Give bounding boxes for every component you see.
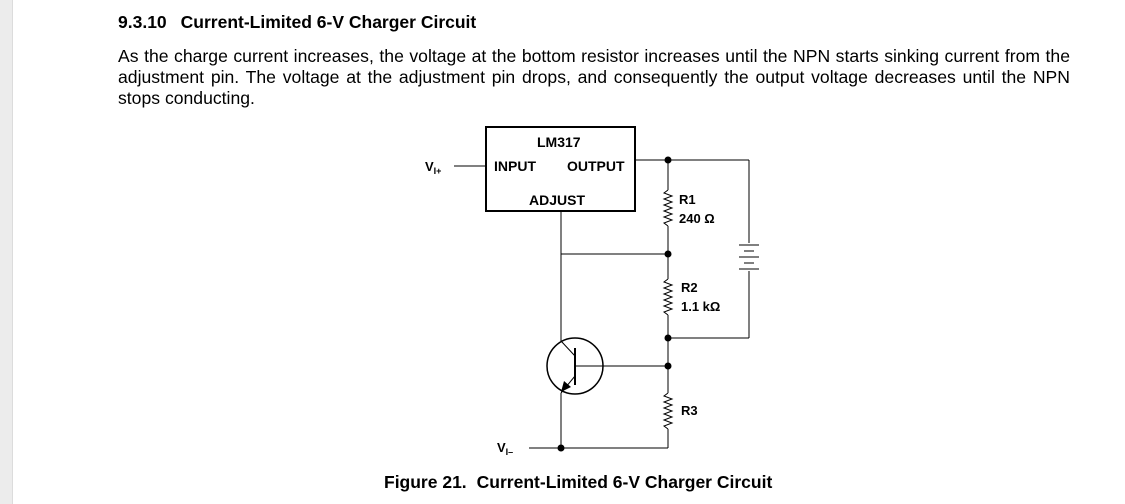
transistor-emitter-arrow <box>561 381 571 392</box>
r2-resistor-symbol <box>662 278 674 316</box>
junction-dot <box>664 250 672 258</box>
vin-positive-label: VI+ <box>425 159 441 176</box>
r3-resistor-symbol <box>662 392 674 430</box>
junction-dot <box>664 334 672 342</box>
junction-dot <box>557 444 565 452</box>
body-paragraph: As the charge current increases, the vol… <box>118 46 1070 108</box>
junction-dot <box>664 362 672 370</box>
section-number: 9.3.10 <box>118 12 167 32</box>
figure-number: Figure 21. <box>384 472 467 492</box>
junction-dot <box>664 156 672 164</box>
r2-value-label: 1.1 kΩ <box>681 299 720 314</box>
r3-name-label: R3 <box>681 403 698 418</box>
lm317-label: LM317 <box>537 134 581 150</box>
r2-name-label: R2 <box>681 280 698 295</box>
figure-title: Current-Limited 6-V Charger Circuit <box>476 472 773 492</box>
figure-caption: Figure 21. Current-Limited 6-V Charger Ci… <box>384 472 772 493</box>
section-title: Current-Limited 6-V Charger Circuit <box>180 12 477 32</box>
section-heading: 9.3.10 Current-Limited 6-V Charger Circui… <box>118 12 476 33</box>
page-edge-shadow <box>0 0 13 504</box>
r1-resistor-symbol <box>662 189 674 227</box>
input-pin-label: INPUT <box>494 158 536 174</box>
output-pin-label: OUTPUT <box>567 158 625 174</box>
lm317-regulator-box <box>485 126 636 212</box>
vin-negative-label: VI– <box>497 440 513 457</box>
adjust-pin-label: ADJUST <box>529 192 585 208</box>
transistor-collector-lead <box>560 340 576 357</box>
r1-value-label: 240 Ω <box>679 211 715 226</box>
r1-name-label: R1 <box>679 192 696 207</box>
